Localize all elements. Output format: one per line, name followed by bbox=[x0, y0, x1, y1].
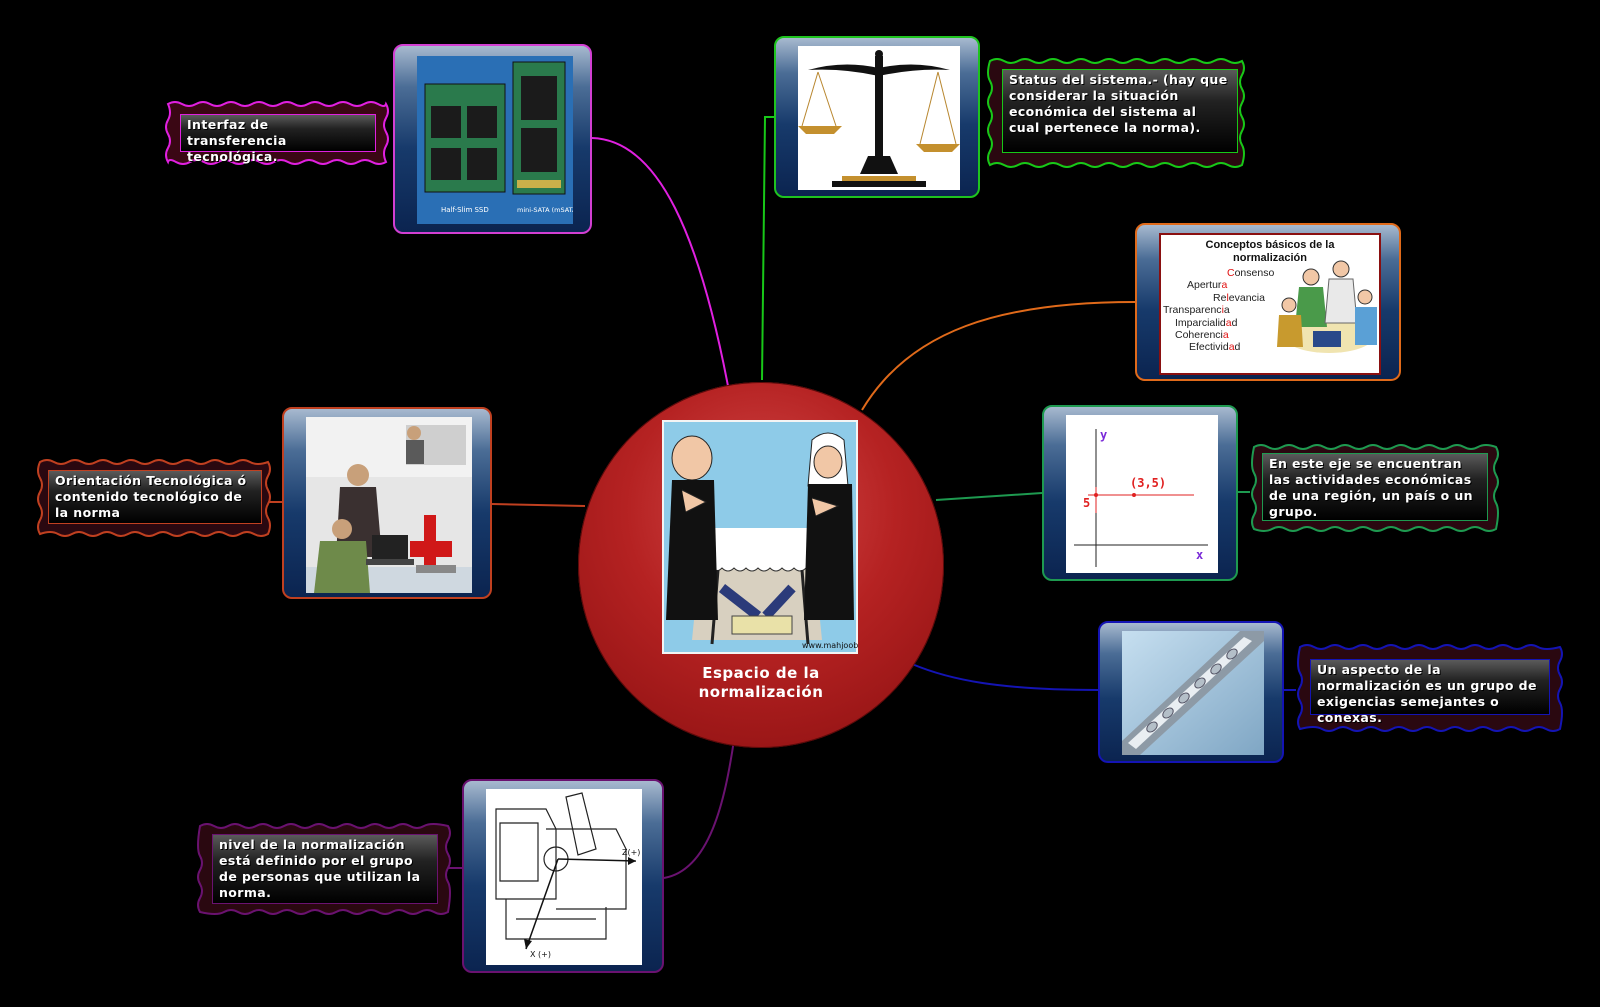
cartoon-negotiation-image: www.mahjoob.com bbox=[662, 420, 858, 654]
lathe-diagram-image: Z(+) X (+) bbox=[486, 789, 642, 965]
callout-interfaz-text: Interfaz de transferencia tecnológica. bbox=[180, 114, 376, 164]
node-balance-scale[interactable] bbox=[774, 36, 980, 198]
concept-highlight-letter: C bbox=[1227, 267, 1235, 279]
node-technology-lab[interactable] bbox=[282, 407, 492, 599]
callout-aspecto[interactable]: Un aspecto de la normalización es un gru… bbox=[1296, 643, 1564, 733]
concept-item: Transparencia bbox=[1163, 304, 1230, 317]
node-linear-bearing[interactable] bbox=[1098, 621, 1284, 763]
concept-highlight-letter: a bbox=[1222, 329, 1229, 342]
concept-item: Imparcialidad bbox=[1175, 316, 1238, 329]
concept-item: Relevancia bbox=[1213, 291, 1265, 304]
central-topic-node[interactable]: www.mahjoob.com Espacio de la normalizac… bbox=[578, 382, 944, 748]
branch-orientacion bbox=[491, 503, 586, 507]
branch-eje bbox=[935, 492, 1043, 501]
callout-orientacion[interactable]: Orientación Tecnológica ó contenido tecn… bbox=[36, 458, 272, 538]
callout-eje[interactable]: En este eje se encuentran las actividade… bbox=[1250, 443, 1500, 533]
cartoon-credit: www.mahjoob.com bbox=[802, 641, 858, 650]
branch-status bbox=[761, 116, 774, 381]
callout-interfaz[interactable]: Interfaz de transferencia tecnológica. bbox=[164, 100, 390, 166]
coordinate-graph-image: y x (3,5) 5 bbox=[1066, 415, 1218, 573]
lathe-z-label: Z(+) bbox=[622, 848, 640, 857]
ssd-left-label: Half-Slim SSD bbox=[441, 206, 489, 214]
concept-item: Coherencia bbox=[1175, 329, 1229, 342]
concept-highlight-letter: i bbox=[1221, 304, 1224, 317]
callout-status-text: Status del sistema.- (hay que considerar… bbox=[1002, 69, 1238, 153]
concept-highlight-letter: a bbox=[1228, 341, 1235, 354]
branch-concepts bbox=[861, 301, 1136, 411]
node-ssd[interactable]: Half-Slim SSD mini-SATA (mSATA) bbox=[393, 44, 592, 234]
callout-status[interactable]: Status del sistema.- (hay que considerar… bbox=[986, 57, 1246, 169]
linear-bearing-image bbox=[1122, 631, 1264, 755]
callout-orientacion-text: Orientación Tecnológica ó contenido tecn… bbox=[48, 470, 262, 524]
node-coordinate-graph[interactable]: y x (3,5) 5 bbox=[1042, 405, 1238, 581]
basic-concepts-image: Conceptos básicos de la normalización Co… bbox=[1159, 233, 1381, 375]
central-topic-title: Espacio de la normalización bbox=[698, 664, 824, 701]
callout-eje-text: En este eje se encuentran las actividade… bbox=[1262, 453, 1488, 521]
graph-y-axis-label: y bbox=[1100, 428, 1107, 442]
balance-scale-image bbox=[798, 46, 960, 190]
node-lathe-diagram[interactable]: Z(+) X (+) bbox=[462, 779, 664, 973]
concepts-list: Consenso Apertura Relevancia Transparenc… bbox=[1163, 267, 1281, 354]
ssd-right-label: mini-SATA (mSATA) bbox=[517, 206, 573, 214]
concept-highlight-letter: a bbox=[1221, 279, 1228, 292]
branch-nivel bbox=[663, 739, 735, 879]
ssd-image: Half-Slim SSD mini-SATA (mSATA) bbox=[417, 56, 573, 224]
technology-lab-photo bbox=[306, 417, 472, 593]
graph-y-tick-label: 5 bbox=[1083, 496, 1090, 510]
concept-item: Apertura bbox=[1187, 279, 1228, 292]
branch-aspecto bbox=[911, 663, 1099, 691]
callout-nivel[interactable]: nivel de la normalización está definido … bbox=[196, 822, 452, 916]
node-basic-concepts[interactable]: Conceptos básicos de la normalización Co… bbox=[1135, 223, 1401, 381]
graph-point-label: (3,5) bbox=[1130, 476, 1166, 490]
concept-highlight-letter: l bbox=[1226, 291, 1229, 304]
callout-aspecto-text: Un aspecto de la normalización es un gru… bbox=[1310, 659, 1550, 725]
lathe-x-label: X (+) bbox=[530, 950, 551, 959]
concept-item: Efectividad bbox=[1189, 341, 1241, 354]
concept-highlight-letter: a bbox=[1225, 316, 1232, 329]
callout-nivel-text: nivel de la normalización está definido … bbox=[212, 834, 438, 904]
graph-x-axis-label: x bbox=[1196, 548, 1203, 562]
concept-item: Consenso bbox=[1227, 267, 1275, 279]
branch-interfaz bbox=[591, 137, 729, 387]
concepts-title: Conceptos básicos de la normalización bbox=[1205, 239, 1335, 264]
